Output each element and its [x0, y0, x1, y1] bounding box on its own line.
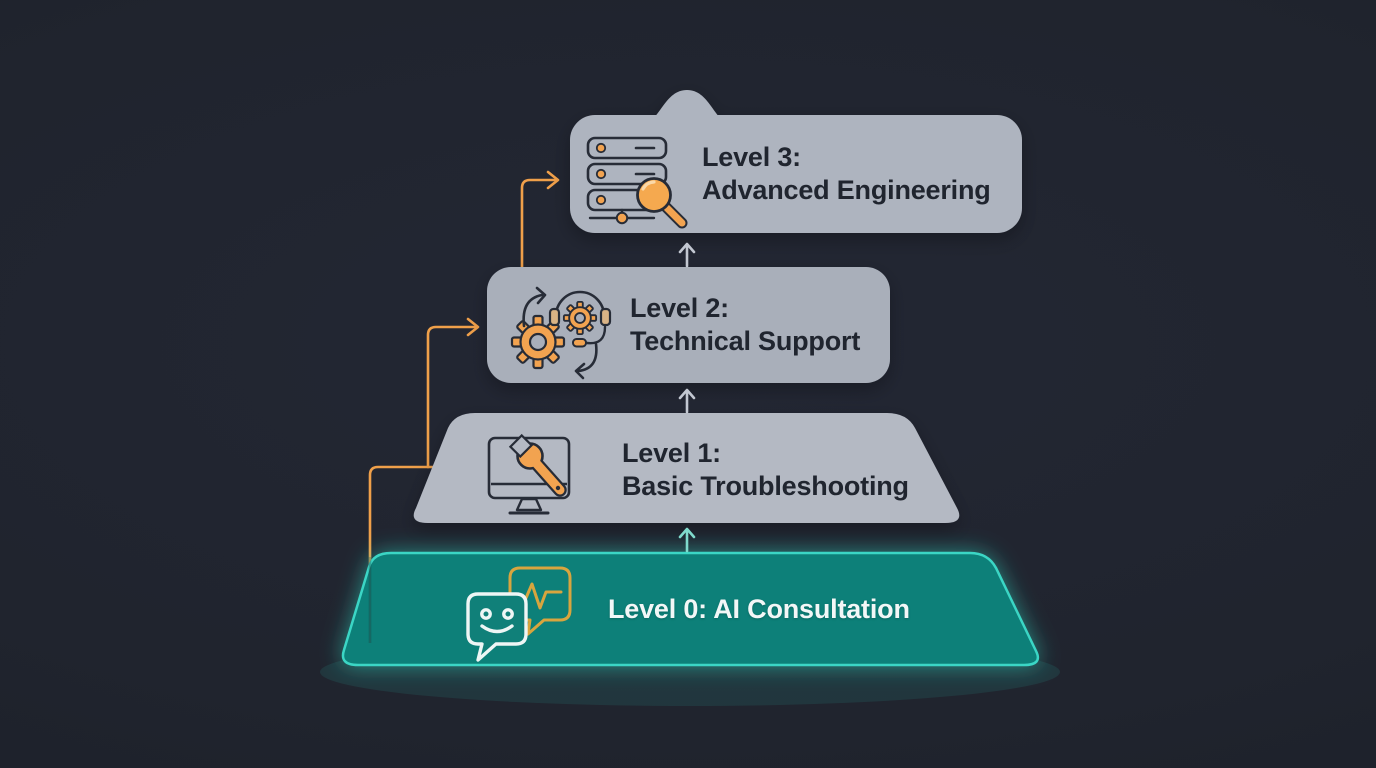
level-2-label: Level 2: Technical Support — [630, 292, 860, 358]
monitor-wrench-icon — [487, 433, 571, 515]
level-3-label: Level 3: Advanced Engineering — [702, 141, 991, 207]
level-3-subtitle: Advanced Engineering — [702, 175, 991, 205]
connector-arrow-l0-to-l1 — [368, 465, 438, 600]
chat-bubbles-pulse-icon — [466, 566, 572, 662]
level-1-label: Level 1: Basic Troubleshooting — [622, 437, 909, 503]
level-2-shape — [487, 267, 890, 383]
level-1-title: Level 1: — [622, 438, 721, 468]
level-0-label: Level 0: AI Consultation — [608, 593, 910, 626]
level-0-title: Level 0: AI Consultation — [608, 594, 910, 624]
level-2-subtitle: Technical Support — [630, 326, 861, 356]
level-2-title: Level 2: — [630, 293, 729, 323]
server-rack-magnifier-icon — [586, 136, 688, 229]
connector-arrow-l2-to-l3 — [520, 170, 560, 269]
up-arrow-l1-to-l2 — [678, 388, 696, 414]
level-1-subtitle: Basic Troubleshooting — [622, 471, 909, 501]
level-3-title: Level 3: — [702, 142, 801, 172]
up-arrow-l0-to-l1 — [678, 527, 696, 553]
connector-arrow-l1-to-l2 — [426, 317, 480, 469]
up-arrow-l2-to-l3 — [678, 242, 696, 268]
gears-headset-icon — [510, 286, 612, 380]
level-3-shape — [570, 90, 1022, 233]
